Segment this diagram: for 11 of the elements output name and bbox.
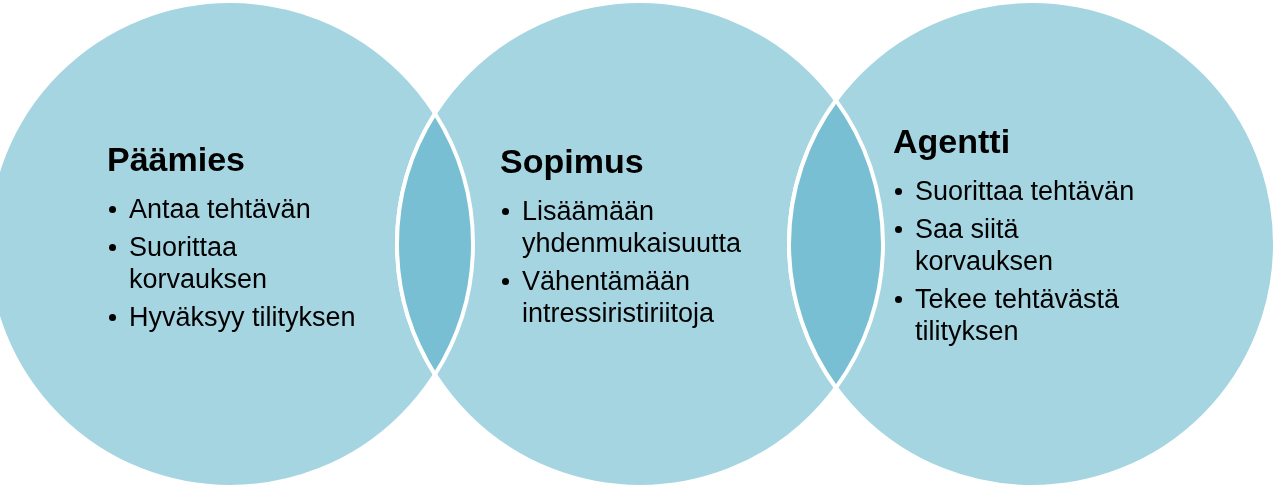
circle-heading: Sopimus (500, 142, 644, 181)
bullet-item: Suorittaa tehtävän (893, 175, 1158, 207)
bullet-item: Hyväksyy tilityksen (107, 301, 372, 333)
circle-heading: Agentti (893, 122, 1011, 161)
bullet-item: Vähentämään intressiristiriitoja (500, 265, 765, 329)
bullet-item: Tekee tehtävästä tilityksen (893, 283, 1158, 347)
bullet-item: Saa siitä korvauksen (893, 213, 1158, 277)
bullet-item: Suorittaa korvauksen (107, 231, 372, 295)
bullet-item: Antaa tehtävän (107, 193, 372, 225)
circle-heading: Päämies (107, 140, 245, 179)
bullet-item: Lisäämään yhdenmukaisuutta (500, 195, 765, 259)
